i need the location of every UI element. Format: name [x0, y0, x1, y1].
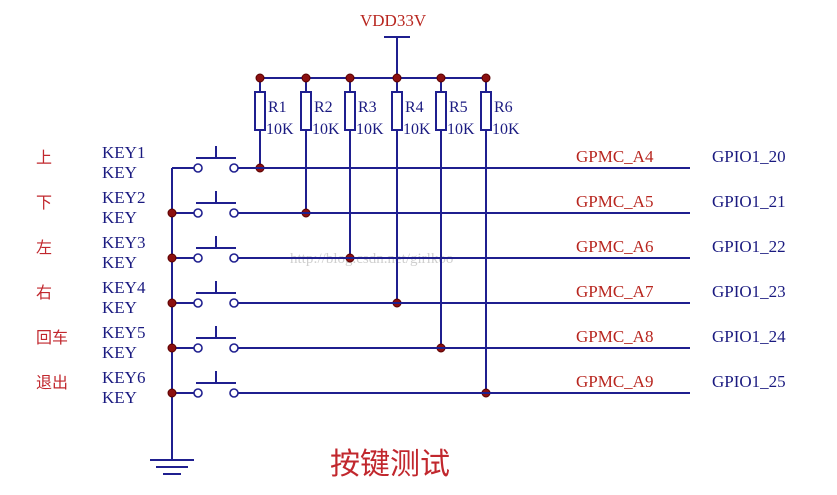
switch-pin	[193, 343, 203, 353]
gpio-label: GPIO1_22	[712, 237, 786, 256]
key-function-label: 上	[36, 148, 52, 167]
switch-pin	[229, 208, 239, 218]
switch-pin	[193, 163, 203, 173]
supply-symbol	[260, 36, 486, 79]
junction-dot	[345, 73, 355, 83]
junction-dot	[481, 73, 491, 83]
diagram-title: 按键测试	[330, 447, 450, 482]
junction-dot	[255, 73, 265, 83]
gpio-label: GPIO1_21	[712, 192, 786, 211]
net-label: GPMC_A4	[576, 147, 654, 166]
resistor-value: 10K	[492, 121, 520, 138]
key-type-label: KEY	[102, 208, 137, 227]
resistor-ref: R1	[268, 99, 287, 116]
gpio-label: GPIO1_24	[712, 327, 786, 346]
key-type-label: KEY	[102, 298, 137, 317]
key-designator: KEY3	[102, 233, 145, 252]
key-function-label: 右	[36, 283, 52, 302]
key-type-label: KEY	[102, 253, 137, 272]
key-type-label: KEY	[102, 163, 137, 182]
gpio-label: GPIO1_20	[712, 147, 786, 166]
key-designator: KEY5	[102, 323, 145, 342]
resistor-body	[254, 91, 266, 131]
resistor-value: 10K	[356, 121, 384, 138]
junction-dot	[167, 253, 177, 263]
junction-dot	[392, 73, 402, 83]
resistor-ref: R2	[314, 99, 333, 116]
resistor-ref: R6	[494, 99, 513, 116]
gpio-label: GPIO1_23	[712, 282, 786, 301]
resistor-value: 10K	[447, 121, 475, 138]
net-label: GPMC_A9	[576, 372, 653, 391]
key-designator: KEY1	[102, 143, 145, 162]
switch-pin	[193, 298, 203, 308]
net-label: GPMC_A7	[576, 282, 654, 301]
switch-pin	[229, 253, 239, 263]
switch-pin	[229, 163, 239, 173]
key-type-label: KEY	[102, 388, 137, 407]
key-function-label: 回车	[36, 328, 68, 347]
key-function-label: 下	[36, 193, 52, 212]
junction-dot	[167, 343, 177, 353]
switch-pin	[193, 208, 203, 218]
resistor-body	[435, 91, 447, 131]
key-function-label: 退出	[36, 373, 68, 392]
junction-dot	[167, 388, 177, 398]
resistor-body	[391, 91, 403, 131]
key-designator: KEY6	[102, 368, 145, 387]
net-label: GPMC_A8	[576, 327, 653, 346]
junction-dot	[301, 73, 311, 83]
resistor-value: 10K	[312, 121, 340, 138]
resistor-ref: R5	[449, 99, 468, 116]
resistor-value: 10K	[266, 121, 294, 138]
junction-dot	[167, 208, 177, 218]
gpio-label: GPIO1_25	[712, 372, 786, 391]
switch-pin	[193, 388, 203, 398]
resistor-body	[480, 91, 492, 131]
key-designator: KEY4	[102, 278, 146, 297]
junction-dot	[167, 298, 177, 308]
key-function-label: 左	[36, 238, 52, 257]
switch-pin	[229, 343, 239, 353]
supply-label: VDD33V	[360, 11, 427, 30]
resistor-value: 10K	[403, 121, 431, 138]
resistor-ref: R4	[405, 99, 424, 116]
resistor-body	[344, 91, 356, 131]
resistor-body	[300, 91, 312, 131]
net-label: GPMC_A5	[576, 192, 653, 211]
resistor-ref: R3	[358, 99, 377, 116]
switch-pin	[229, 388, 239, 398]
key-designator: KEY2	[102, 188, 145, 207]
junction-dot	[436, 73, 446, 83]
switch-pin	[193, 253, 203, 263]
key-type-label: KEY	[102, 343, 137, 362]
switch-pin	[229, 298, 239, 308]
net-label: GPMC_A6	[576, 237, 653, 256]
